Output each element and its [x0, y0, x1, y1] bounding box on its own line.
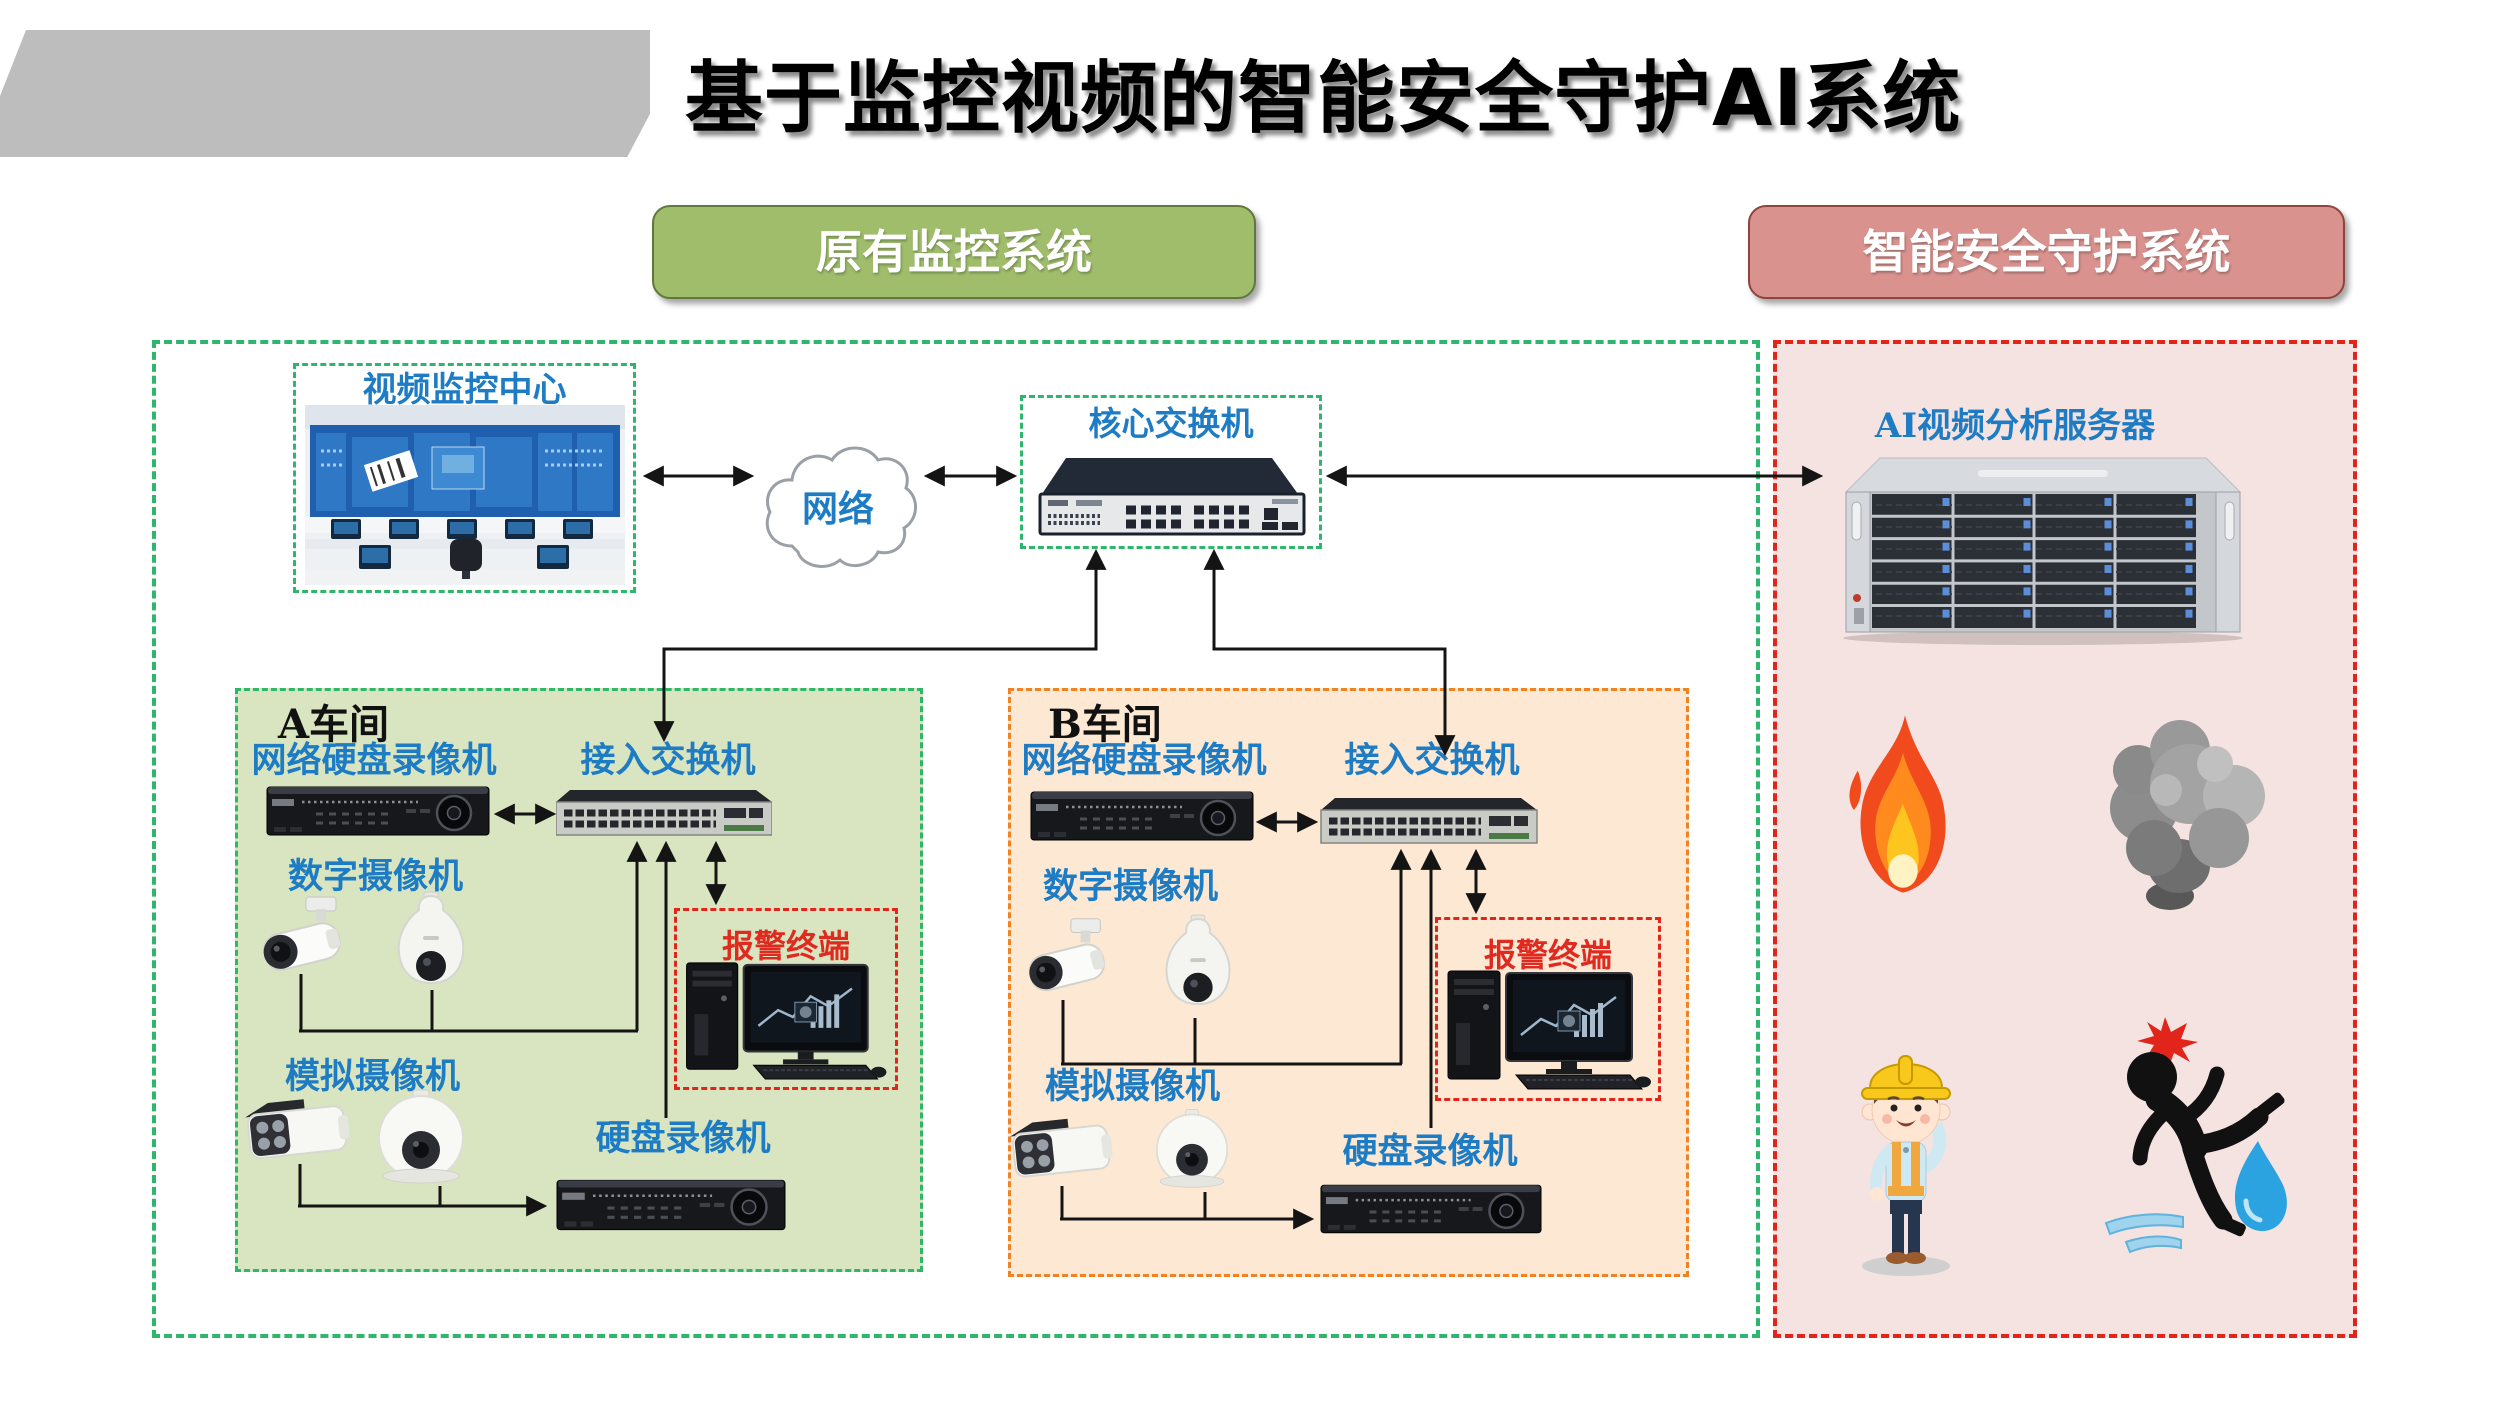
workshop-b-digital-camera-label: 数字摄像机 — [1042, 866, 1218, 907]
workshop-a-nvr-image — [266, 783, 490, 841]
workshop-b-nvr-label: 网络硬盘录像机 — [1021, 740, 1267, 781]
legend-original-system-label: 原有监控系统 — [816, 225, 1092, 279]
ai-server-label: AI视频分析服务器 — [1874, 406, 2156, 446]
person-slipping-icon — [2104, 1017, 2287, 1254]
workshop-a-name: A车间 — [278, 701, 390, 748]
workshop-a-analog-camera-label: 模拟摄像机 — [284, 1056, 460, 1097]
workshop-b-dvr-label: 硬盘录像机 — [1342, 1131, 1518, 1172]
fire-icon — [1849, 715, 1946, 893]
workshop-a-alarm-pc-image — [684, 955, 888, 1083]
smoke-explosion-icon — [2110, 720, 2265, 910]
workshop-a-digital-camera-label: 数字摄像机 — [287, 856, 463, 897]
title-banner-shape — [0, 30, 650, 157]
workshop-b-access-switch-label: 接入交换机 — [1344, 740, 1520, 781]
legend-smart-system-label: 智能安全守护系统 — [1862, 225, 2231, 279]
workshop-b-alarm-pc-image — [1446, 963, 1652, 1093]
workshop-a-dvr-image — [556, 1176, 786, 1236]
workshop-b-ptz-camera-image — [1156, 910, 1240, 1018]
workshop-a-bullet-camera-image — [250, 895, 350, 979]
core-switch-image — [1038, 458, 1306, 536]
ai-server-image — [1843, 457, 2243, 645]
worker-safety-helmet-icon — [1861, 1055, 1951, 1276]
network-cloud-label: 网络 — [801, 488, 874, 530]
workshop-a-analog-bullet-image — [241, 1092, 355, 1168]
workshop-a-nvr-label: 网络硬盘录像机 — [251, 740, 497, 781]
legend-smart-system: 智能安全守护系统 — [1748, 205, 2345, 299]
workshop-b-analog-bullet-image — [1006, 1110, 1118, 1188]
workshop-b-analog-camera-label: 模拟摄像机 — [1044, 1066, 1220, 1107]
legend-original-system: 原有监控系统 — [652, 205, 1256, 299]
control-room-image — [305, 405, 625, 585]
monitoring-center-label: 视频监控中心 — [362, 370, 567, 410]
workshop-a-access-switch-label: 接入交换机 — [580, 740, 756, 781]
workshop-b-analog-dome-image — [1146, 1102, 1238, 1194]
workshop-b-bullet-camera-image — [1016, 915, 1114, 1001]
workshop-b-dvr-image — [1320, 1180, 1542, 1240]
workshop-b-nvr-image — [1030, 788, 1254, 846]
page-title: 基于监控视频的智能安全守护AI系统 — [685, 54, 1962, 144]
core-switch-label: 核心交换机 — [1088, 404, 1254, 443]
workshop-a-alarm-box: 报警终端 — [674, 908, 898, 1090]
workshop-a-access-switch-image — [556, 789, 772, 841]
workshop-b-alarm-box: 报警终端 — [1435, 917, 1661, 1101]
workshop-a-ptz-camera-image — [388, 890, 474, 994]
workshop-b-access-switch-image — [1320, 797, 1538, 849]
workshop-b-alarm-label: 报警终端 — [1483, 936, 1612, 974]
workshop-a-alarm-label: 报警终端 — [721, 927, 850, 965]
workshop-a-dvr-label: 硬盘录像机 — [595, 1118, 771, 1159]
workshop-a-analog-dome-image — [366, 1088, 476, 1184]
